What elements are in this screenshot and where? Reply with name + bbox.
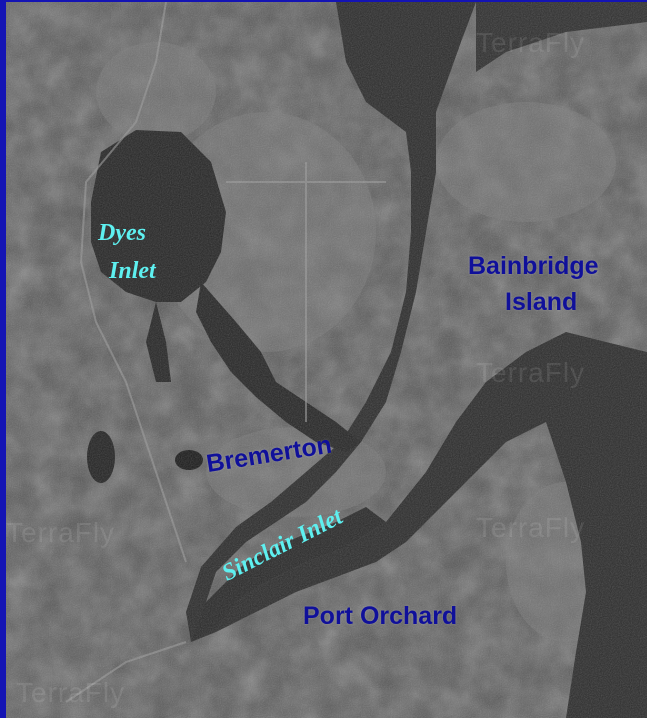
bainbridge-island-label-line2: Island <box>505 288 578 316</box>
watermark: TerraFly <box>6 517 116 548</box>
watermark: TerraFly <box>476 512 586 543</box>
bainbridge-island-label-line1: Bainbridge <box>468 252 599 280</box>
watermark: TerraFly <box>476 27 586 58</box>
port-orchard-label: Port Orchard <box>303 602 458 630</box>
dyes-inlet-label-line2: Inlet <box>109 258 156 284</box>
dyes-inlet-label-line1: Dyes <box>98 220 146 246</box>
aerial-photo <box>6 2 647 718</box>
watermark: TerraFly <box>476 357 586 388</box>
watermark: TerraFly <box>16 677 126 708</box>
